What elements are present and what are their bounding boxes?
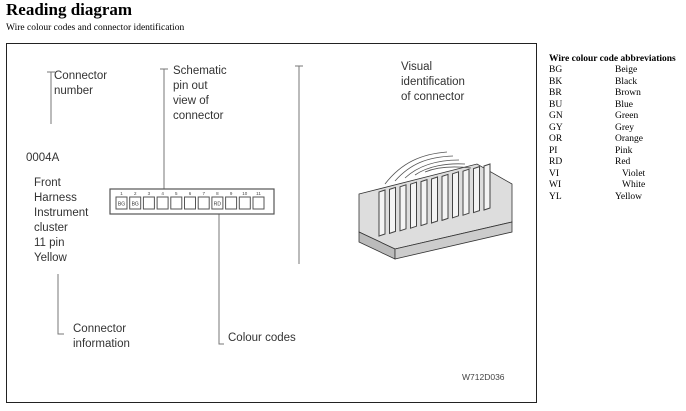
leader-colour-codes xyxy=(218,212,224,345)
legend-item: BK Black xyxy=(549,77,676,89)
legend-item: OR Orange xyxy=(549,134,676,146)
legend-item: VI Violet xyxy=(549,169,676,181)
legend-item: WI White xyxy=(549,180,676,192)
legend-code: GN xyxy=(549,111,563,121)
legend-code: BG xyxy=(549,65,563,75)
callout-colour-codes: Colour codes xyxy=(228,332,296,344)
figure-ref: W712D036 xyxy=(462,372,505,382)
connector-rib xyxy=(399,184,407,232)
pin-box xyxy=(225,196,238,210)
connector-rib xyxy=(452,171,459,219)
pin-number: 5 xyxy=(175,191,178,196)
connector-details: Front Harness Instrument cluster 11 pin … xyxy=(34,177,92,264)
connector-rib xyxy=(378,189,386,237)
connector-rib xyxy=(473,165,480,214)
pin-colour-code: RD xyxy=(214,202,222,208)
callout-connector-info: Connector information xyxy=(73,323,130,350)
legend-code: RD xyxy=(549,157,563,167)
pin-box xyxy=(211,196,224,210)
legend-colour-name: Black xyxy=(615,76,638,87)
connector-rib xyxy=(441,173,449,222)
reading-diagram: Connector number Schematic pin out view … xyxy=(26,61,513,382)
pin-number: 10 xyxy=(242,191,248,196)
pin-number: 11 xyxy=(256,191,261,196)
pin-box xyxy=(129,196,142,210)
leader-connector-number xyxy=(47,71,55,124)
page-title: Reading diagram xyxy=(6,0,133,19)
legend-code: OR xyxy=(549,134,563,144)
pin-group: 1BG 2BG 3 4 5 6 7 8RD 9 10 11 xyxy=(115,191,265,210)
pin-box xyxy=(184,196,196,210)
legend-item: RD Red xyxy=(549,157,676,169)
pin-box xyxy=(115,196,128,210)
connector-rib xyxy=(410,181,417,229)
pin-box xyxy=(156,196,169,210)
pin-number: 2 xyxy=(134,191,137,196)
pin-number: 9 xyxy=(230,191,233,196)
legend-colour-name: Pink xyxy=(615,145,633,156)
pin-box xyxy=(197,196,210,210)
diagram-frame: Connector number Schematic pin out view … xyxy=(6,43,537,403)
legend-code: PI xyxy=(549,145,558,156)
legend-item: PI Pink xyxy=(549,146,676,158)
legend-colour-name: Brown xyxy=(615,88,641,98)
callout-visual: Visual identification of connector xyxy=(401,61,468,103)
legend-colour-name: Beige xyxy=(615,65,638,75)
pin-box xyxy=(170,196,183,210)
connector-illustration xyxy=(358,151,513,260)
legend-code: BU xyxy=(549,99,563,110)
leader-schematic xyxy=(160,68,168,189)
connector-id: 0004A xyxy=(26,152,60,164)
schematic-connector: 1BG 2BG 3 4 5 6 7 8RD 9 10 11 xyxy=(109,188,275,215)
connector-rib xyxy=(420,178,428,227)
leader-visual xyxy=(295,65,303,264)
page-subtitle: Wire colour codes and connector identifi… xyxy=(6,23,185,33)
legend-item: GY Grey xyxy=(549,123,676,135)
leader-lines xyxy=(47,65,303,345)
legend-title: Wire colour code abbreviations xyxy=(549,54,676,64)
legend-item: BR Brown xyxy=(549,88,676,100)
connector-rib xyxy=(431,176,438,224)
pin-number: 1 xyxy=(120,191,123,196)
callout-schematic: Schematic pin out view of connector xyxy=(173,65,230,122)
pin-box xyxy=(238,196,251,210)
legend-colour-name: Green xyxy=(615,111,639,121)
legend-item: BU Blue xyxy=(549,100,676,112)
connector-rib xyxy=(462,168,470,216)
leader-connector-info xyxy=(57,274,64,335)
pin-box xyxy=(142,196,155,210)
legend-colour-name: Violet xyxy=(622,168,646,179)
legend-code: BR xyxy=(549,88,562,98)
pin-number: 8 xyxy=(216,191,219,196)
legend-colour-name: White xyxy=(622,180,646,190)
pin-number: 6 xyxy=(189,191,192,196)
legend-code: YL xyxy=(549,191,562,202)
legend-item: GN Green xyxy=(549,111,676,123)
legend-code: VI xyxy=(549,168,560,179)
legend-colour-name: Red xyxy=(615,157,631,167)
legend-colour-name: Yellow xyxy=(615,191,643,202)
callout-connector-number: Connector number xyxy=(54,70,110,97)
legend-colour-name: Grey xyxy=(615,122,634,133)
pin-number: 7 xyxy=(202,191,205,196)
pin-colour-code: BG xyxy=(132,202,139,208)
legend-item: YL Yellow xyxy=(549,192,676,204)
connector-rib xyxy=(483,163,491,211)
pin-colour-code: BG xyxy=(118,202,125,208)
legend-colour-name: Orange xyxy=(615,134,643,144)
legend-code: WI xyxy=(549,180,562,190)
legend-code: GY xyxy=(549,122,563,133)
connector-rib xyxy=(389,186,396,235)
pin-number: 3 xyxy=(148,191,151,196)
legend-item: BG Beige xyxy=(549,65,676,77)
pin-box xyxy=(252,196,265,210)
legend-colour-name: Blue xyxy=(615,99,633,110)
legend-code: BK xyxy=(549,76,563,87)
pin-number: 4 xyxy=(161,191,164,196)
